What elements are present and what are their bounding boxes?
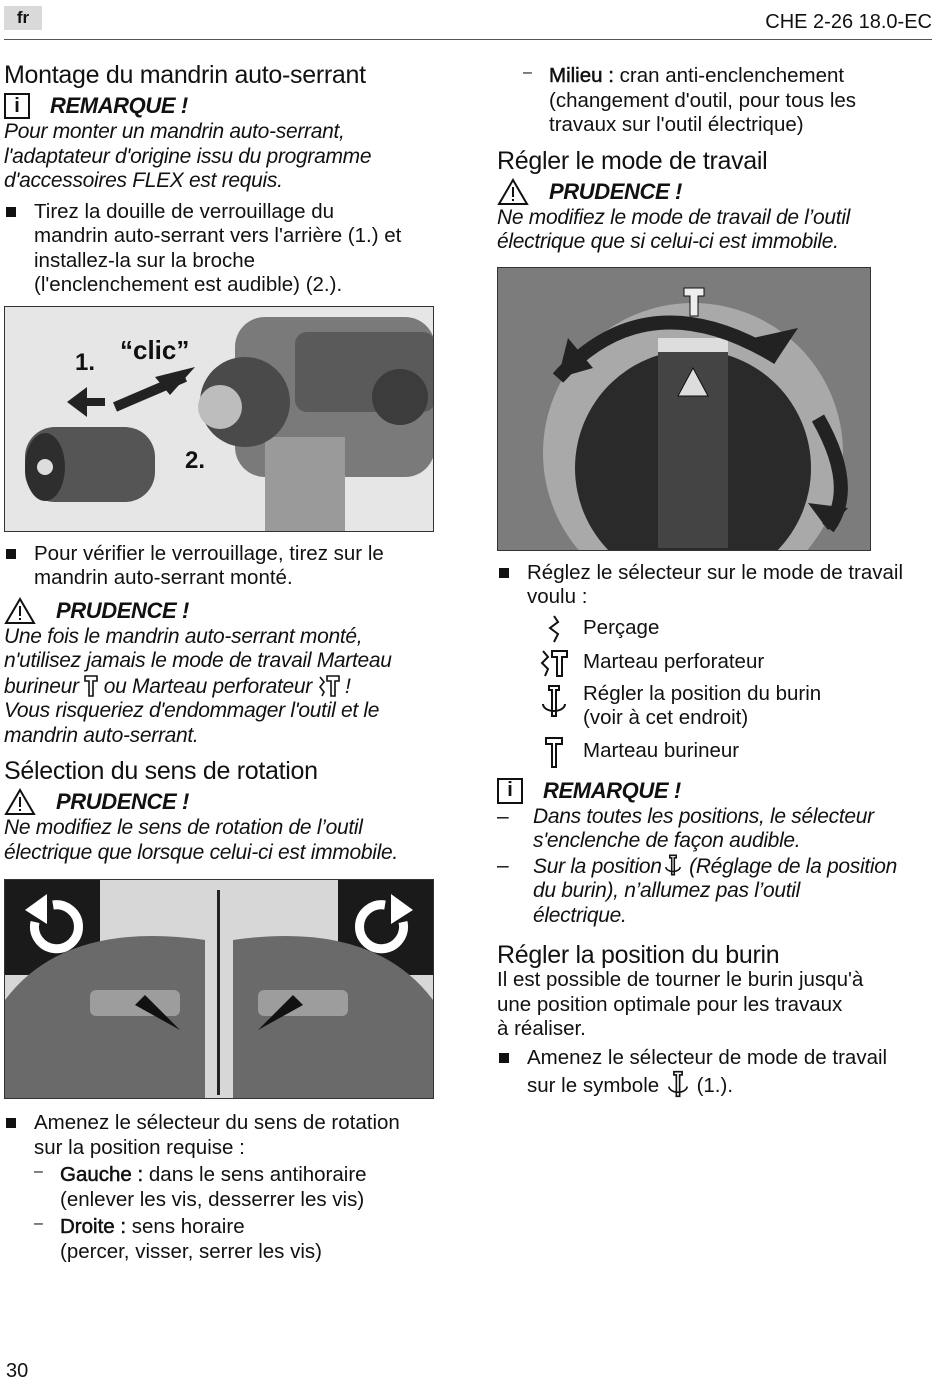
caution-text: Ne modifiez le sens de rotation de l’out… — [4, 816, 444, 865]
drill-icon — [548, 614, 560, 642]
text-line: (changement d'outil, pour tous les — [549, 88, 857, 112]
text-line: Pour monter un mandrin auto-serrant, — [4, 120, 345, 143]
hammer-drill-icon — [540, 649, 568, 677]
text-line: installez-la sur la broche — [34, 248, 256, 272]
chisel-position-icon — [667, 1070, 688, 1098]
figure-chuck-mounting: 1. 2. “clic” — [4, 305, 434, 532]
bullet-item: Tirez la douille de verrouillage du mand… — [4, 200, 444, 298]
term-gauche: Gauche : — [60, 1163, 144, 1187]
caution-label: PRUDENCE ! — [56, 597, 189, 623]
text-line: mandrin auto-serrant vers l'arrière (1.)… — [34, 224, 402, 247]
text-line: Ne modifiez le sens de rotation de l’out… — [4, 816, 363, 839]
chisel-position-icon — [664, 854, 681, 875]
chisel-paragraph: Il est possible de tourner le burin jusq… — [497, 968, 864, 1040]
text-line: mandrin auto-serrant. — [4, 723, 199, 747]
dash-item-middle: – Milieu : cran anti-enclenchement (chan… — [523, 64, 857, 136]
warning-icon — [4, 788, 36, 815]
warning-icon — [4, 596, 36, 624]
text-line: Vous risqueriez d'endommager l'outil et … — [4, 699, 380, 722]
text-line: électrique que si celui-ci est immobile. — [497, 230, 839, 253]
chisel-hammer-icon — [84, 674, 99, 697]
bullet-square — [6, 206, 16, 217]
warning-icon — [497, 177, 529, 205]
hammer-drill-icon — [318, 674, 340, 697]
section-title-chisel: Régler la position du burin — [497, 941, 780, 969]
mode-selector-illustration — [498, 267, 870, 550]
text-line: n'utilisez jamais le mode de travail Mar… — [4, 649, 392, 672]
caution-label: PRUDENCE ! — [56, 789, 189, 814]
text-line: Réglez le sélecteur sur le mode de trava… — [527, 560, 904, 584]
dash-item: – Sur la position (Réglage de la positio… — [497, 853, 898, 927]
left-column: Montage du mandrin auto-serrant i REMARQ… — [4, 60, 444, 1264]
text-line: l'adaptateur d'origine issu du programme — [4, 144, 372, 168]
text-line: Tirez la douille de verrouillage du — [34, 199, 335, 223]
text-line: burineur ou Marteau perforateur ! — [4, 674, 351, 698]
mode-item: Perçage — [525, 614, 935, 644]
chuck-illustration — [25, 316, 433, 531]
notice-text: Pour monter un mandrin auto-serrant, l'a… — [4, 120, 444, 194]
bullet-item: Amenez le sélecteur du sens de rotation … — [4, 1111, 444, 1264]
mode-list: Perçage Marteau perforateur Régler la po… — [525, 614, 935, 769]
notice-label: REMARQUE ! — [50, 93, 188, 118]
section-title-rotation: Sélection du sens de rotation — [4, 757, 318, 785]
caution-text: Ne modifiez le mode de travail de l’outi… — [497, 206, 935, 255]
bullet-item: Pour vérifier le verrouillage, tirez sur… — [4, 542, 444, 591]
term-milieu: Milieu : — [549, 64, 614, 88]
right-column: – Milieu : cran anti-enclenchement (chan… — [497, 64, 935, 1099]
text-line: (percer, visser, serrer les vis) — [60, 1239, 322, 1263]
rotation-illustration — [5, 880, 433, 1098]
caution-header: PRUDENCE ! — [4, 788, 444, 816]
text-line: (l'enclenchement est audible) (2.). — [34, 273, 343, 296]
bullet-square — [6, 1118, 16, 1128]
bullet-square — [499, 1052, 509, 1063]
bullet-square — [6, 548, 16, 559]
page-number: 30 — [6, 1360, 29, 1382]
text-line: travaux sur l'outil électrique) — [549, 113, 804, 136]
dash-item-left: – Gauche : dans le sens antihoraire (enl… — [34, 1163, 367, 1211]
text-line: Pour vérifier le verrouillage, tirez sur… — [34, 541, 384, 565]
mode-item: Marteau perforateur — [525, 648, 935, 678]
notice-header: i REMARQUE ! — [4, 92, 444, 120]
text-line: (enlever les vis, desserrer les vis) — [60, 1187, 365, 1211]
bullet-square — [499, 567, 509, 578]
notice-label: REMARQUE ! — [543, 777, 681, 803]
caution-text: Une fois le mandrin auto-serrant monté, … — [4, 625, 444, 749]
text-line: Amenez le sélecteur du sens de rotation — [34, 1111, 400, 1134]
info-icon: i — [4, 93, 30, 119]
text-line: voulu : — [527, 585, 588, 608]
figure-mode-selector — [497, 266, 871, 551]
notice-header: i REMARQUE ! — [497, 777, 935, 805]
text-line: sur la position requise : — [34, 1135, 245, 1159]
caution-header: PRUDENCE ! — [4, 596, 444, 625]
step-label-2: 2. — [185, 446, 206, 474]
chisel-position-icon — [542, 684, 566, 717]
bullet-item: Réglez le sélecteur sur le mode de trava… — [497, 561, 935, 610]
bullet-item: Amenez le sélecteur de mode de travail s… — [497, 1046, 935, 1099]
text-line: d'accessoires FLEX est requis. — [4, 169, 283, 192]
term-droite: Droite : — [60, 1215, 127, 1239]
mode-item: Régler la position du burin (voir à cet … — [525, 682, 935, 731]
text-line: électrique que lorsque celui-ci est immo… — [4, 840, 398, 864]
text-line: Une fois le mandrin auto-serrant monté, — [4, 624, 363, 648]
chisel-hammer-icon — [545, 736, 563, 768]
dash-item: – Dans toutes les positions, le sélecteu… — [497, 804, 874, 853]
step-label-1: 1. — [75, 348, 96, 376]
language-tag: fr — [4, 6, 42, 30]
section-title-chuck: Montage du mandrin auto-serrant — [4, 61, 366, 89]
clic-label: “clic” — [120, 334, 190, 365]
text-line: mandrin auto-serrant monté. — [34, 566, 293, 589]
model-name: CHE 2-26 18.0-EC — [765, 11, 932, 33]
info-icon: i — [497, 777, 523, 804]
text-line: Ne modifiez le mode de travail de l’outi… — [497, 205, 851, 229]
caution-header: PRUDENCE ! — [497, 177, 935, 206]
section-title-mode: Régler le mode de travail — [497, 146, 768, 175]
caution-label: PRUDENCE ! — [549, 178, 682, 204]
figure-rotation-direction — [4, 879, 434, 1099]
mode-item: Marteau burineur — [525, 735, 935, 769]
notice-text: – Dans toutes les positions, le sélecteu… — [497, 805, 935, 929]
dash-item-right: – Droite : sens horaire (percer, visser,… — [34, 1215, 322, 1263]
header-divider — [4, 39, 932, 40]
